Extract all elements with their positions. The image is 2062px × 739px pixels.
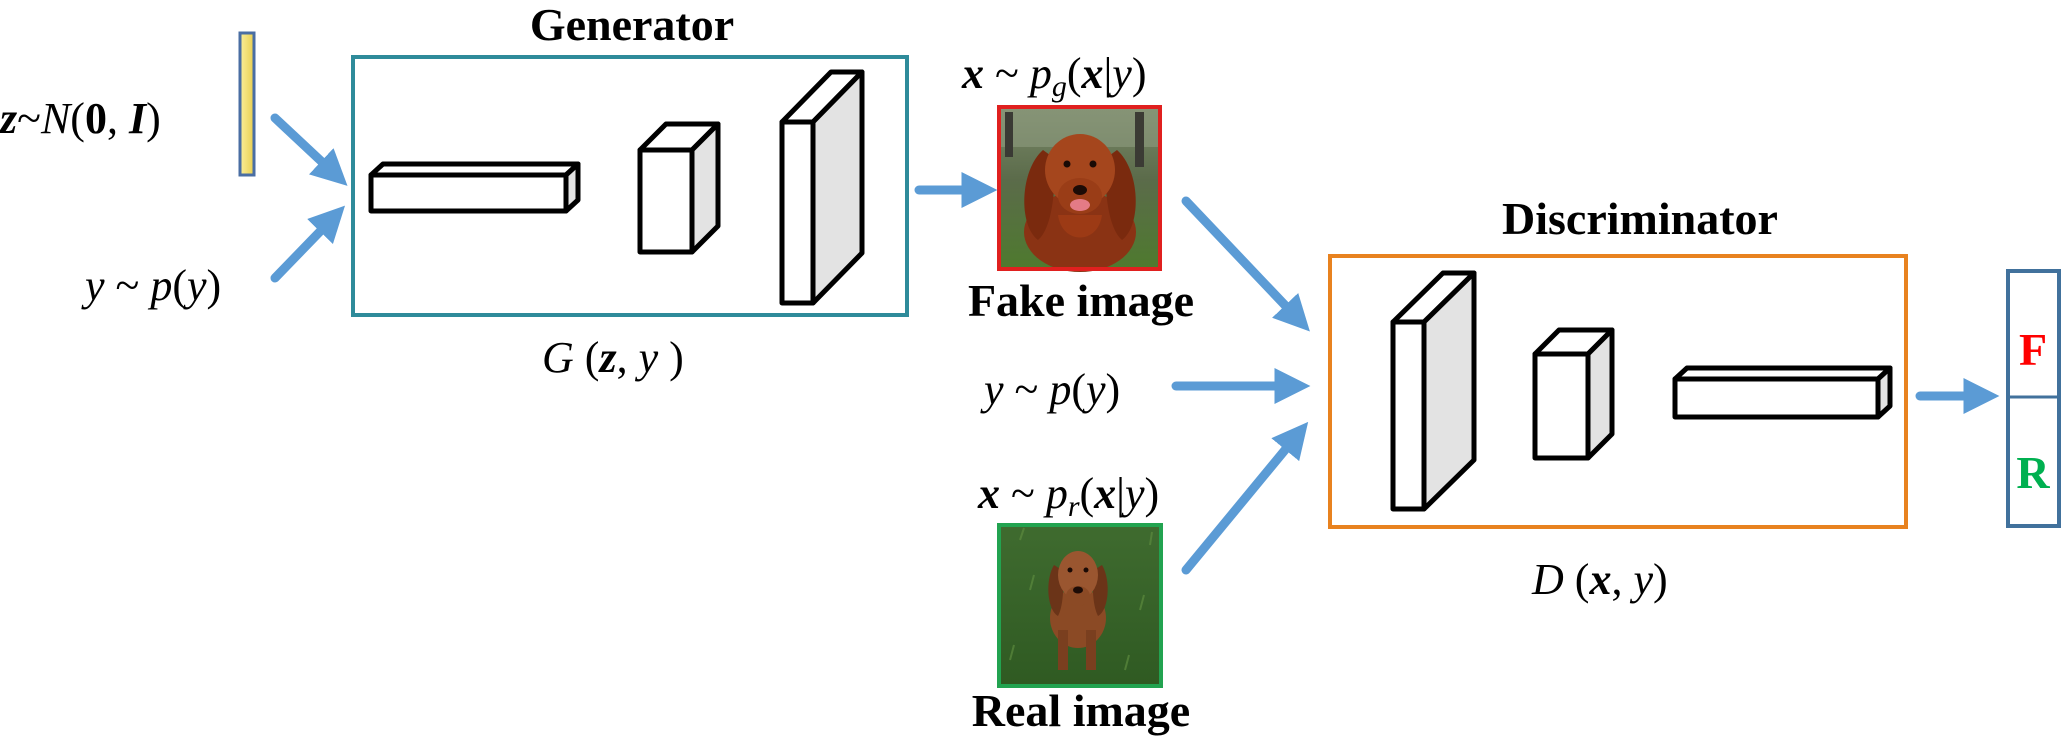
fake-distribution-label: x ~ pg(x|y) <box>961 49 1146 103</box>
generator-layer-3 <box>779 69 865 306</box>
arrows <box>270 113 2000 575</box>
generator-block: Generator G (z, y ) <box>351 0 909 382</box>
discriminator-function-label: D (x, y) <box>1531 555 1668 604</box>
arrow-fake-to-discriminator <box>1181 196 1310 332</box>
output-real-letter: R <box>2016 447 2050 498</box>
generator-title: Generator <box>530 0 734 50</box>
output-fake-letter: F <box>2019 324 2047 375</box>
generator-box <box>351 55 909 317</box>
output-box: F R <box>2006 269 2061 528</box>
arrow-real-to-discriminator <box>1181 421 1309 575</box>
generator-function-label: G (z, y ) <box>542 333 684 382</box>
discriminator-block: Discriminator D (x, y) <box>1328 193 1908 604</box>
generator-layer-1 <box>368 161 581 214</box>
discriminator-box <box>1328 254 1908 529</box>
discriminator-layer-1 <box>1390 270 1477 512</box>
noise-vector <box>238 31 256 177</box>
arrow-label-to-generator <box>270 205 346 283</box>
real-image <box>997 523 1163 688</box>
fake-image <box>997 105 1162 272</box>
real-image-caption: Real image <box>972 685 1190 736</box>
discriminator-label-input: y ~ p(y) <box>980 365 1120 414</box>
arrow-noise-to-generator <box>270 113 348 186</box>
generator-label-input: y ~ p(y) <box>81 261 221 310</box>
noise-distribution-label: z~N(0, I) <box>0 94 161 143</box>
discriminator-layer-3 <box>1672 365 1893 420</box>
discriminator-layer-2 <box>1532 327 1615 461</box>
generator-layer-2 <box>637 121 721 255</box>
real-distribution-label: x ~ pr(x|y) <box>977 469 1159 523</box>
discriminator-title: Discriminator <box>1502 193 1778 244</box>
fake-image-caption: Fake image <box>968 275 1194 326</box>
